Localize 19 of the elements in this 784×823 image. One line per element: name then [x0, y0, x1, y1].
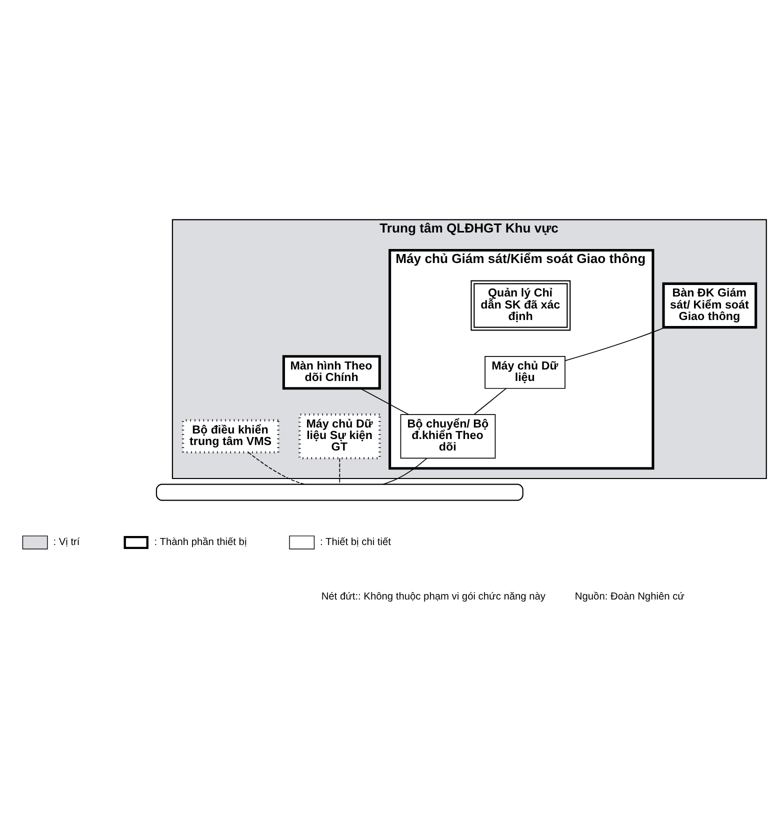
legend-label: : Thiết bị chi tiết [320, 536, 391, 548]
connector [382, 457, 428, 484]
node-box: Quản lý Chỉ dẫn SK đã xác định [470, 280, 571, 330]
connector [564, 326, 666, 361]
connector [248, 451, 305, 484]
node-box: Máy chủ Dữ liệu Sự kiện GT [298, 412, 381, 459]
node-box: Bộ chuyển/ Bộ đ.khiển Theo dõi [400, 414, 496, 458]
node-box: Máy chủ Dữ liệu [484, 355, 566, 388]
node-box: Bàn ĐK Giám sát/ Kiểm soát Giao thông [662, 282, 758, 328]
legend-label: : Thành phần thiết bị [154, 536, 247, 548]
legend-label: : Vị trí [53, 536, 80, 548]
connector [474, 387, 507, 414]
node-box: Bộ điều khiển trung tâm VMS [182, 418, 280, 453]
connector [360, 387, 410, 414]
label: Nguồn: Đoàn Nghiên cứ [574, 591, 684, 602]
node-bar [156, 483, 524, 500]
connector [339, 457, 340, 484]
node-box: Màn hình Theo dõi Chính [282, 354, 381, 390]
label: Nét đứt:: Không thuộc phạm vi gói chức năng này [321, 591, 546, 602]
